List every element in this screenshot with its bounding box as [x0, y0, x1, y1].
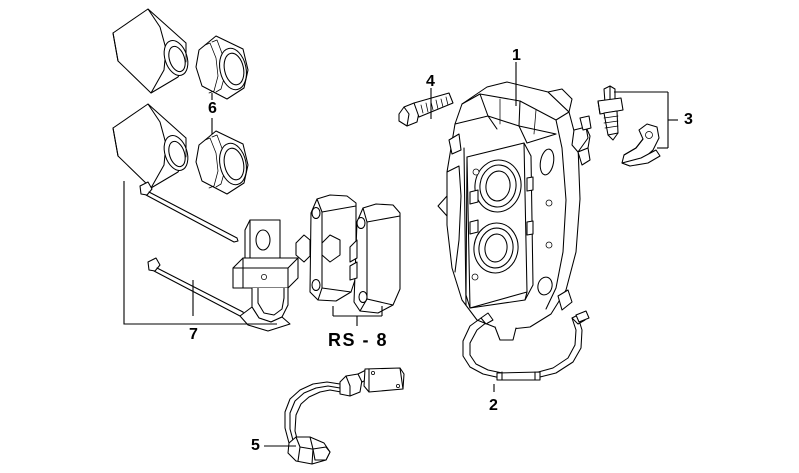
brake-caliper-housing [437, 81, 581, 341]
bracket-7 [123, 181, 277, 325]
callout-4: 4 [426, 73, 435, 90]
bracket-rs8 [332, 306, 383, 326]
callout-1: 1 [512, 47, 521, 64]
bleed-screw [597, 85, 624, 141]
brake-pad-wear-sensor [284, 367, 405, 465]
bracket-3 [614, 91, 678, 149]
callout-2: 2 [489, 397, 498, 414]
seal-ring-lower [195, 130, 249, 195]
brake-hose-line [462, 310, 590, 381]
spring-bracket [232, 219, 299, 332]
callout-5: 5 [251, 437, 260, 454]
piston-lower [112, 103, 189, 189]
retaining-pin-upper [139, 181, 239, 243]
piston-upper [112, 8, 189, 94]
seal-ring-upper [195, 35, 249, 100]
group-label-rs8: RS - 8 [328, 330, 389, 350]
caliper-bleed-nipple [571, 115, 592, 166]
hex-head-bolt [398, 92, 454, 127]
retaining-pin-lower [147, 257, 245, 317]
callout-6: 6 [208, 100, 217, 117]
brake-pad-outer [295, 194, 357, 302]
callout-7: 7 [189, 326, 198, 343]
callout-3: 3 [684, 111, 693, 128]
brake-pad-inner [349, 203, 401, 314]
retaining-clip [621, 123, 661, 167]
